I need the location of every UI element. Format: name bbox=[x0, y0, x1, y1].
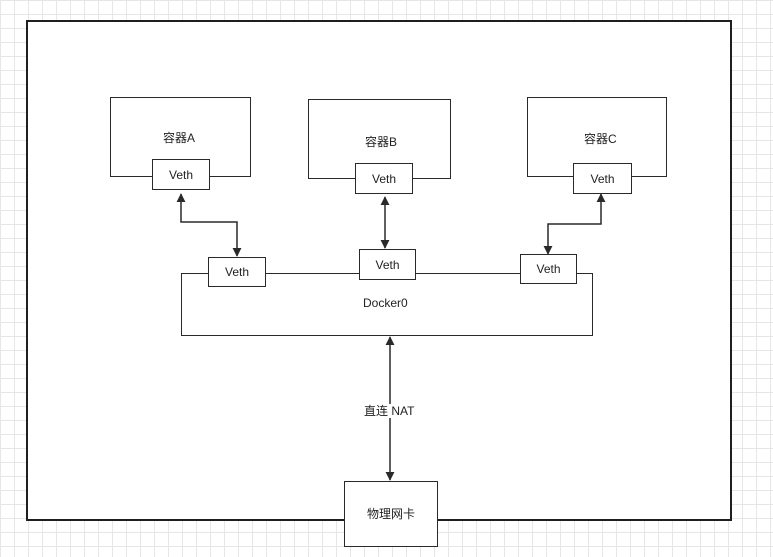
bridge-veth-1: Veth bbox=[208, 257, 266, 287]
bridge-veth-3-label: Veth bbox=[536, 262, 561, 276]
bridge-veth-1-label: Veth bbox=[224, 265, 250, 279]
container-b-veth-label: Veth bbox=[371, 171, 397, 186]
nat-link-label: 直连 NAT bbox=[362, 404, 417, 418]
link-a bbox=[176, 193, 242, 257]
container-a-label: 容器A bbox=[163, 131, 196, 145]
link-c bbox=[543, 193, 606, 255]
bridge-veth-2-label: Veth bbox=[375, 257, 400, 272]
container-b-veth: Veth bbox=[355, 163, 413, 194]
container-c: 容器C bbox=[527, 97, 667, 177]
bridge-veth-2: Veth bbox=[359, 249, 416, 280]
container-c-label: 容器C bbox=[584, 132, 617, 146]
physical-nic-label: 物理网卡 bbox=[366, 507, 415, 521]
container-c-veth-label: Veth bbox=[590, 171, 615, 186]
container-a-veth: Veth bbox=[152, 159, 210, 190]
container-c-veth: Veth bbox=[573, 163, 632, 194]
container-b-label: 容器B bbox=[365, 135, 398, 149]
container-a-veth-label: Veth bbox=[168, 167, 194, 182]
docker0-label: Docker0 bbox=[363, 296, 408, 310]
bridge-veth-3: Veth bbox=[520, 254, 577, 284]
physical-nic: 物理网卡 bbox=[344, 481, 438, 547]
